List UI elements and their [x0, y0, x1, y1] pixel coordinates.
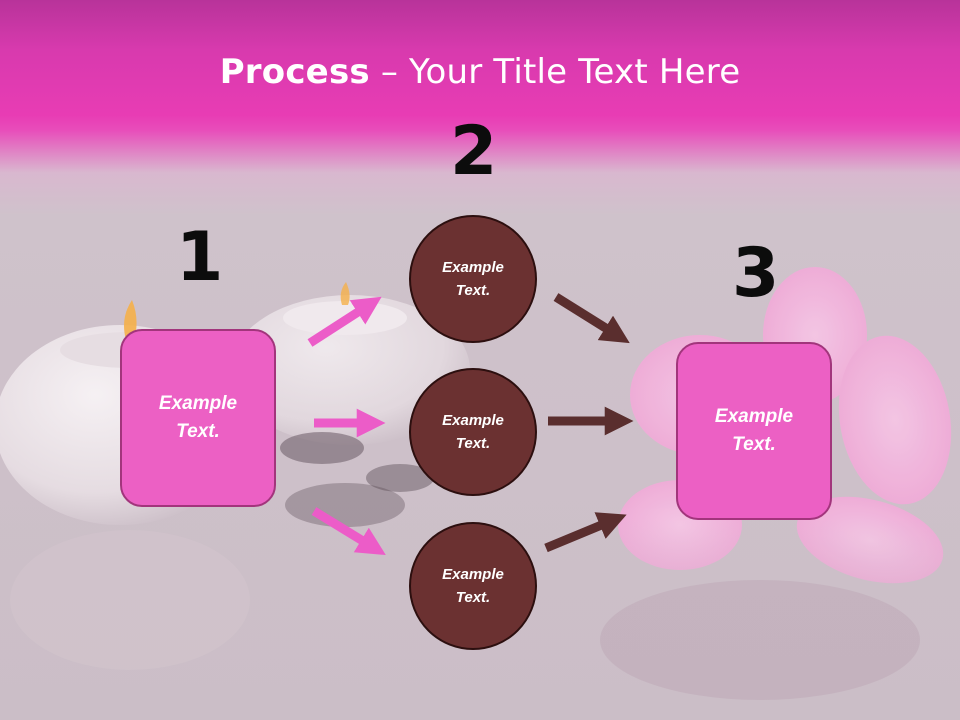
circle-top-text: Example Text. [442, 258, 504, 299]
title-bold: Process [219, 52, 370, 92]
circle-middle: Example Text. [409, 368, 537, 496]
title-rest: – Your Title Text Here [369, 52, 741, 92]
step-number-2: 2 [450, 112, 498, 191]
circle-bottom-text: Example Text. [442, 565, 504, 606]
circle-bottom: Example Text. [409, 522, 537, 650]
circle-middle-text: Example Text. [442, 411, 504, 452]
candle-bowl-middle [230, 295, 470, 445]
circle-top: Example Text. [409, 215, 537, 343]
arrow-to-bottom [311, 507, 386, 556]
step-box-3-text: Example Text. [714, 405, 794, 456]
arrow-from-top [553, 293, 630, 344]
slide-title: Process – Your Title Text Here [0, 52, 960, 92]
step-box-1-text: Example Text. [158, 392, 238, 443]
arrow-to-top [307, 296, 382, 347]
step-number-1: 1 [176, 218, 224, 297]
stone [280, 432, 364, 464]
step-number-3: 3 [732, 234, 780, 313]
step-box-1: Example Text. [120, 329, 276, 507]
step-box-3: Example Text. [676, 342, 832, 520]
arrow-from-bottom [544, 512, 627, 553]
